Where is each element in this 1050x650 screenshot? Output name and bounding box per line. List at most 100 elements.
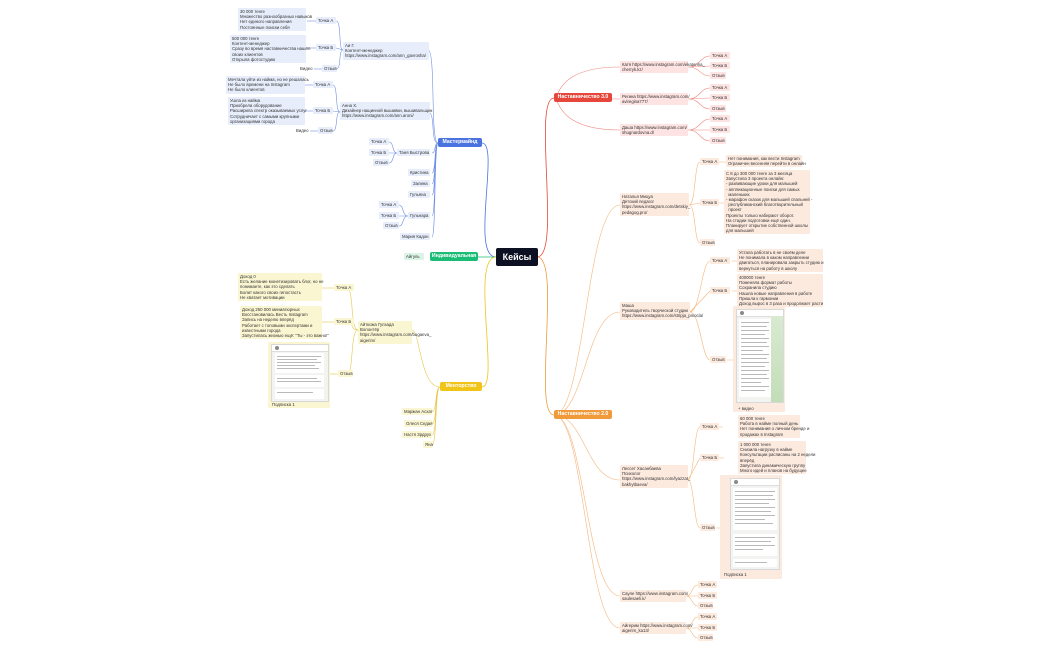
n2-lesset-node[interactable]: Лессет Хасанбаева Психолог https://www.i… [620,465,691,488]
mm-anna-point-a[interactable]: Точка А [313,81,333,89]
n2-aigerim-node[interactable]: Айгерим https://www.instagram.com/ aiger… [620,622,693,635]
n2-aigerim-point-a[interactable]: Точка А [698,613,717,621]
mm-ai-point-b-text: 500 000 тенге Контент-менеджер Сразу во … [230,35,311,64]
link-n2-natalia [553,204,621,416]
ment-leaf-0[interactable]: Маржан Асхат [402,408,433,416]
mm-kristina[interactable]: Кристина [408,169,430,177]
n3-regina-node[interactable]: Регина https://www.instagram.com/ avireg… [620,93,690,106]
mm-ai-review[interactable]: Отзыв [322,65,337,73]
mm-ai-video[interactable]: Видео [300,66,313,71]
link-ai-a [335,20,344,51]
mm-anna-point-b[interactable]: Точка Б [313,107,333,115]
branch-mastermind[interactable]: Мастермайнд [438,138,482,147]
n2-masha-point-a[interactable]: Точка А [710,257,730,265]
link-n2-masha [553,311,621,416]
n2-natalia-review[interactable]: Отзыв [700,239,715,247]
n3-kate-node[interactable]: Катя https://www.instagram.com/ekaterina… [620,61,705,74]
n3-dasha-point-a[interactable]: Точка А [710,115,730,123]
n2-lesset-review[interactable]: Отзыв [700,524,715,532]
mm-zalina[interactable]: Залина [411,180,430,188]
link-saule-kids [685,584,699,607]
n2-aigerim-point-b[interactable]: Точка Б [698,624,717,632]
branch-nastav2[interactable]: Наставничество 2.0 [554,410,612,419]
n2-masha-review[interactable]: Отзыв [710,356,726,364]
link-n2-aigerim [553,414,621,629]
n2-natalia-point-a-text: Нет понимания, как вести Instagram Огран… [726,155,806,168]
n3-dasha-point-b[interactable]: Точка Б [710,126,730,134]
n2-masha-node[interactable]: Маша Руководитель творческой студии http… [620,302,704,320]
n2-masha-point-b[interactable]: Точка Б [710,287,730,295]
n2-natalia-node[interactable]: Наталья Мицуа Детский педагог https://ww… [620,193,691,216]
n3-regina-review[interactable]: Отзыв [710,105,726,113]
mm-tanya-node[interactable]: Таня Быстрова [397,149,430,157]
link-gulnara-children [398,204,409,227]
individual-leaf[interactable]: Айгуль [404,253,424,261]
ment-leaf-2[interactable]: Настя Зрдрух [402,431,432,439]
n3-dasha-review[interactable]: Отзыв [710,137,726,145]
n2-masha-point-b-text: 400000 тенге Поменяла формат работы Сохр… [737,274,824,308]
mm-gulyana[interactable]: Гульяна [408,191,430,199]
mm-anna-node[interactable]: Анна Х. Дизайнер нащинной вышивки, вышив… [340,102,433,120]
link-anna-b [332,110,341,113]
link-anna-review [332,111,341,132]
mm-gulnara-point-a[interactable]: Точка А [379,201,399,209]
link-ai-b [335,47,344,51]
n2-natalia-point-b[interactable]: Точка Б [700,199,719,207]
mm-maria[interactable]: Мария Кадон [400,233,430,241]
mm-gulnara-review[interactable]: Отзыв [383,222,399,230]
mm-gulnara-point-b[interactable]: Точка Б [379,212,399,220]
link-root-mastermind [481,142,497,258]
mm-anna-point-a-text: Мечтала уйти из найма, но не решалась Не… [226,76,309,94]
link-aigerim-kids [685,616,699,639]
ment-ait-review-screenshot[interactable] [271,344,329,402]
n3-regina-point-b[interactable]: Точка Б [710,94,730,102]
mm-ai-point-b[interactable]: Точка Б [316,44,336,52]
mm-tanya-point-a[interactable]: Точка А [369,138,389,146]
ment-ait-point-a[interactable]: Точка А [334,284,354,292]
mm-gulnara-node[interactable]: Гульнара [408,212,430,220]
link-tanya-children [388,141,398,164]
mm-ai-point-a[interactable]: Точка А [316,17,336,25]
mm-anna-video[interactable]: Видео [296,128,309,133]
mm-ai-node[interactable]: Аи Г. Контент-менеджер https://www.insta… [343,42,429,60]
branch-individual[interactable]: Индивидуальная [430,252,478,261]
n2-lesset-review-screenshot[interactable] [730,478,780,570]
n3-kate-review[interactable]: Отзыв [710,72,726,80]
branch-nastav3[interactable]: Наставничество 3.0 [554,93,612,102]
ment-ait-point-b-text: Доход 250 000 миниатюрных Восстановилась… [240,306,329,340]
mm-tanya-point-b[interactable]: Точка Б [369,149,389,157]
n3-regina-point-a[interactable]: Точка А [710,84,730,92]
n2-saule-point-b[interactable]: Точка Б [698,592,717,600]
mm-anna-review[interactable]: Отзыв [318,127,333,135]
branch-mentoring[interactable]: Менторство [440,382,482,391]
n2-lesset-point-a[interactable]: Точка А [700,423,719,431]
link-ait-review [346,329,359,375]
link-kate-kids [687,55,711,77]
n3-kate-point-b[interactable]: Точка Б [710,62,730,70]
n2-lesset-point-b[interactable]: Точка Б [700,454,719,462]
n2-saule-review[interactable]: Отзыв [698,602,713,610]
ment-leaf-3[interactable]: Яна [423,441,433,449]
root-node[interactable]: Кейсы [496,248,538,266]
mm-tanya-review[interactable]: Отзыв [373,159,389,167]
ment-leaf-1[interactable]: Олеся Седая [404,420,433,428]
link-ment-leaves [431,386,441,446]
n2-saule-point-a[interactable]: Точка А [698,581,717,589]
n3-kate-point-a[interactable]: Точка А [710,52,730,60]
ment-ait-review[interactable]: Отзыв [338,370,353,378]
ment-aitkozha-node[interactable]: Айткожа Гулзада Волонтёр https://www.ins… [358,321,432,344]
n2-aigerim-review[interactable]: Отзыв [698,634,713,642]
link-root-nastav2 [536,256,555,416]
n2-masha-review-screenshot[interactable] [736,309,784,403]
n3-dasha-node[interactable]: Даша https://www.instagram.com/ shugnard… [620,124,688,137]
n2-masha-video[interactable]: + видео [738,406,754,411]
ment-ait-caption: Подписка 1 [272,402,295,407]
link-natalia-kids [688,161,701,244]
link-n3-dasha [553,97,621,131]
n2-saule-node[interactable]: Сауле https://www.instagram.com/ saulesa… [620,590,689,603]
n2-masha-point-a-text: Устала работать в не своём деле Не поним… [737,249,824,272]
link-mm-maria [431,142,439,238]
n2-natalia-point-a[interactable]: Точка А [700,158,719,166]
ment-ait-point-b[interactable]: Точка Б [334,318,354,326]
